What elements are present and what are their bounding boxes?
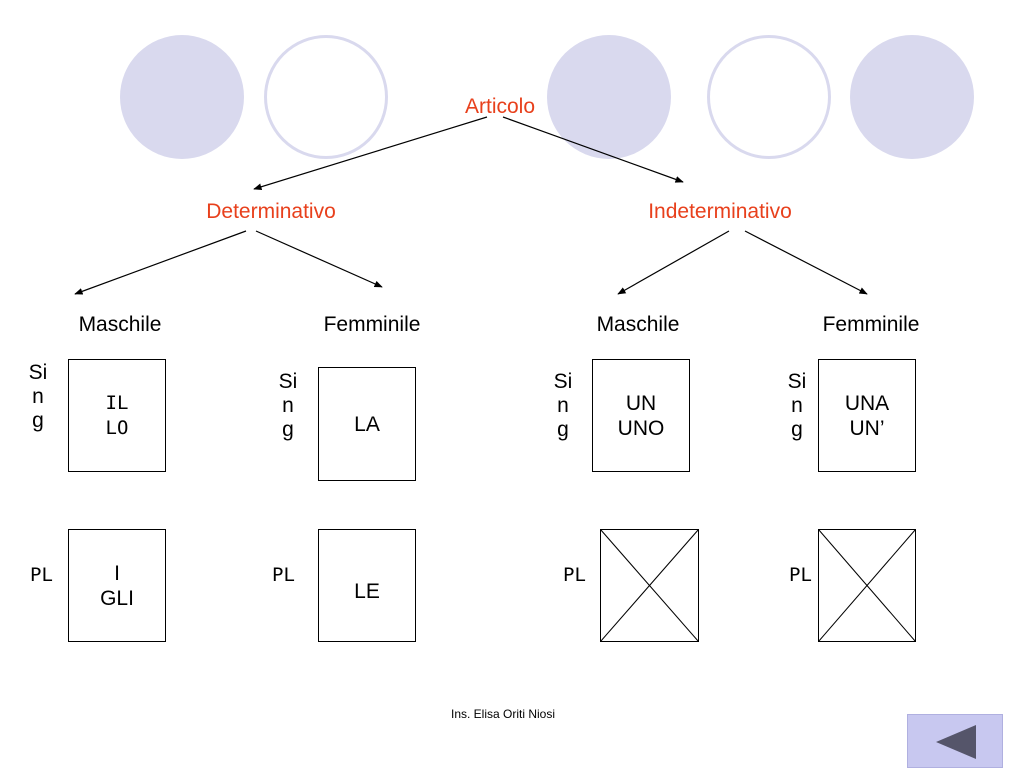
sing-tag: Sing — [553, 370, 573, 441]
column-label: Femminile — [323, 313, 421, 336]
pl-tag: PL — [272, 564, 295, 586]
arrow-indet-maschile — [617, 230, 730, 295]
det-femminile-sing-box: LA — [318, 367, 416, 481]
triangle-left-icon — [936, 725, 976, 759]
footer-author: Ins. Elisa Oriti Niosi — [451, 707, 556, 721]
box-line: UN — [625, 391, 657, 415]
arrow-det-maschile — [74, 230, 247, 295]
box-line: LO — [105, 416, 129, 439]
decor-circle-5 — [850, 35, 974, 159]
sing-tag: Sing — [28, 361, 48, 432]
branch-label-determinativo: Determinativo — [206, 200, 336, 223]
det-maschile-pl-box: I GLI — [68, 529, 166, 642]
box-line: LA — [354, 412, 380, 436]
decor-circle-3 — [547, 35, 671, 159]
sing-tag: Sing — [278, 370, 298, 441]
pl-tag: PL — [789, 564, 812, 586]
arrow-articolo-indeterminativo — [502, 116, 684, 183]
sing-tag: Sing — [787, 370, 807, 441]
arrow-indet-femminile — [744, 230, 868, 295]
box-line: IL — [105, 391, 129, 414]
indet-femminile-sing-box: UNA UN’ — [818, 359, 916, 472]
decor-circle-1 — [120, 35, 244, 159]
arrow-det-femminile — [255, 230, 383, 288]
det-maschile-sing-box: IL LO — [68, 359, 166, 472]
root-label: Articolo — [464, 95, 536, 118]
branch-label-indeterminativo: Indeterminativo — [648, 200, 792, 223]
back-button[interactable] — [907, 714, 1003, 768]
indet-maschile-sing-box: UN UNO — [592, 359, 690, 472]
box-line: GLI — [100, 586, 134, 610]
box-line: I — [114, 561, 120, 585]
decor-circle-4 — [707, 35, 831, 159]
pl-tag: PL — [30, 564, 53, 586]
column-label: Femminile — [822, 313, 920, 336]
arrow-articolo-determinativo — [253, 116, 488, 190]
box-line: UNO — [617, 416, 665, 440]
column-label: Maschile — [78, 313, 162, 336]
box-line: LE — [354, 580, 380, 603]
box-line: UN’ — [849, 416, 885, 440]
decor-circle-2 — [264, 35, 388, 159]
det-femminile-pl-box: LE — [318, 529, 416, 642]
pl-tag: PL — [563, 564, 586, 586]
column-label: Maschile — [596, 313, 680, 336]
box-line: UNA — [844, 391, 890, 415]
